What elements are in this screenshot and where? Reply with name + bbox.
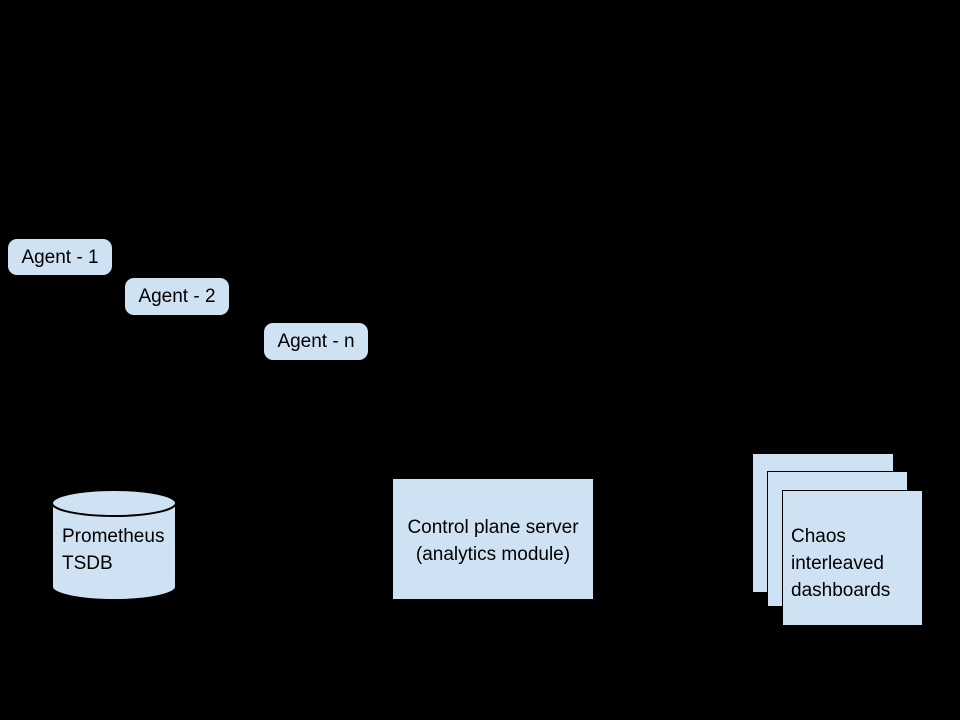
agent-2-node: Agent - 2 — [125, 278, 229, 315]
prometheus-tsdb-label: Prometheus TSDB — [62, 526, 165, 574]
prometheus-tsdb-node: Prometheus TSDB — [50, 488, 178, 602]
dashboards-label-line3: dashboards — [791, 579, 891, 601]
chaos-dashboards-node: Chaos interleaved dashboards — [782, 490, 923, 626]
agent-n-label: Agent - n — [277, 331, 355, 352]
database-cylinder-icon — [51, 489, 177, 601]
control-plane-label-line2: (analytics module) — [415, 544, 571, 565]
control-plane-label-line1: Control plane server — [407, 517, 579, 538]
agent-n-node: Agent - n — [264, 323, 368, 360]
agent-2-label: Agent - 2 — [138, 286, 216, 307]
dashboards-label-line1: Chaos — [791, 525, 846, 547]
agent-1-node: Agent - 1 — [8, 239, 112, 275]
dashboards-label-line2: interleaved — [791, 552, 884, 574]
agent-1-label: Agent - 1 — [21, 246, 99, 268]
control-plane-server-node: Control plane server (analytics module) — [393, 479, 593, 599]
